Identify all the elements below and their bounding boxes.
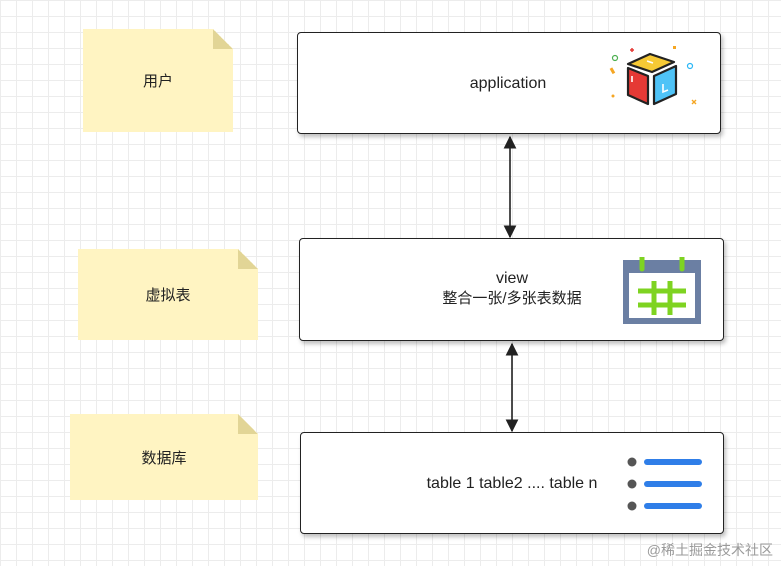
note-virtual-table-label: 虚拟表 [145,287,191,304]
note-fold [238,414,258,434]
view-description: 整合一张/多张表数据 [442,290,582,307]
view-label: view [495,270,528,287]
note-database: 数据库 [70,414,258,500]
note-virtual-table: 虚拟表 [78,249,258,340]
application-label: application [469,75,547,92]
app-cube-icon [609,46,697,106]
tables-label: table 1 table2 .... table n [426,475,598,492]
list-icon [627,457,702,511]
note-user-label: 用户 [142,73,173,90]
note-user: 用户 [83,29,233,132]
note-fold [213,29,233,49]
note-database-label: 数据库 [141,449,187,467]
watermark: @稀土掘金技术社区 [646,542,773,558]
view-box: view 整合一张/多张表数据 [299,238,724,341]
application-box: application [297,32,721,134]
table-grid-icon [623,257,701,324]
note-fold [238,249,258,269]
tables-box: table 1 table2 .... table n [300,432,724,534]
